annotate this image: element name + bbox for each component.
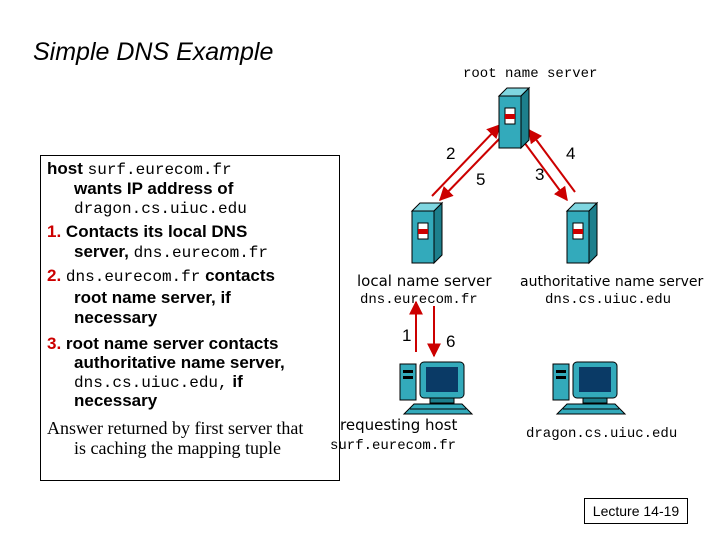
local-server-label: local name server [357,272,492,290]
text-line-10: authoritative name server, [74,353,285,372]
arrow-5 [439,134,504,202]
text-line-6: 2. dns.eurecom.fr contacts [47,266,275,287]
text-host-word: host [47,159,83,178]
requesting-computer-icon [399,361,474,415]
step-5-label: 5 [476,170,486,189]
auth-server-icon [565,201,599,265]
text-line-8: necessary [74,308,158,327]
text-line-14: is caching the mapping tuple [74,438,281,458]
step-3-number: 3. [47,334,62,353]
step-1-label: 1 [402,326,412,345]
text-server-word: server, [74,242,129,261]
root-server-label: root name server [463,66,598,82]
lecture-label: Lecture 14-19 [584,498,688,524]
text-line-1: host surf.eurecom.fr [47,159,232,180]
text-line-4: 1. Contacts its local DNS [47,222,247,242]
auth-server-host: dns.cs.uiuc.edu [545,292,672,308]
text-line-5: server, dns.eurecom.fr [74,242,268,263]
text-line-13: Answer returned by first server that [47,418,304,438]
auth-server-label: authoritative name server [520,274,704,290]
arrow-4 [528,128,576,193]
text-if-word: if [232,372,243,391]
text-line-9: 3. root name server contacts [47,334,279,354]
text-step-3: root name server contacts [65,334,279,353]
text-step-1: Contacts its local DNS [65,222,248,241]
arrow-2 [431,123,501,197]
arrow-3 [520,137,568,202]
text-auth-dns-name: dns.cs.uiuc.edu, [74,374,228,392]
local-server-icon [410,201,444,265]
dragon-host-name: dragon.cs.uiuc.edu [526,426,678,442]
explanation-box: host surf.eurecom.fr wants IP address of… [40,155,340,481]
text-local-dns-name-2: dns.eurecom.fr [65,268,201,286]
text-line-7: root name server, if [74,288,231,307]
text-host-name: surf.eurecom.fr [87,161,232,179]
step-6-label: 6 [446,332,456,351]
text-line-2: wants IP address of [74,179,234,198]
step-1-number: 1. [47,222,62,241]
step-2-number: 2. [47,266,62,285]
step-2-label: 2 [446,144,456,163]
dragon-computer-icon [552,361,627,415]
requesting-host-label: requesting host [340,416,458,434]
text-line-3: dragon.cs.uiuc.edu [74,200,247,218]
root-server-icon [497,86,531,150]
step-3-label: 3 [535,165,545,184]
text-line-11: dns.cs.uiuc.edu, if [74,372,243,393]
text-local-dns-name: dns.eurecom.fr [133,244,268,262]
page-title: Simple DNS Example [33,38,274,66]
step-4-label: 4 [566,144,576,163]
text-contacts-word: contacts [205,266,275,285]
requesting-host-name: surf.eurecom.fr [330,438,457,454]
text-line-12: necessary [74,391,158,410]
local-server-host: dns.eurecom.fr [360,292,478,308]
